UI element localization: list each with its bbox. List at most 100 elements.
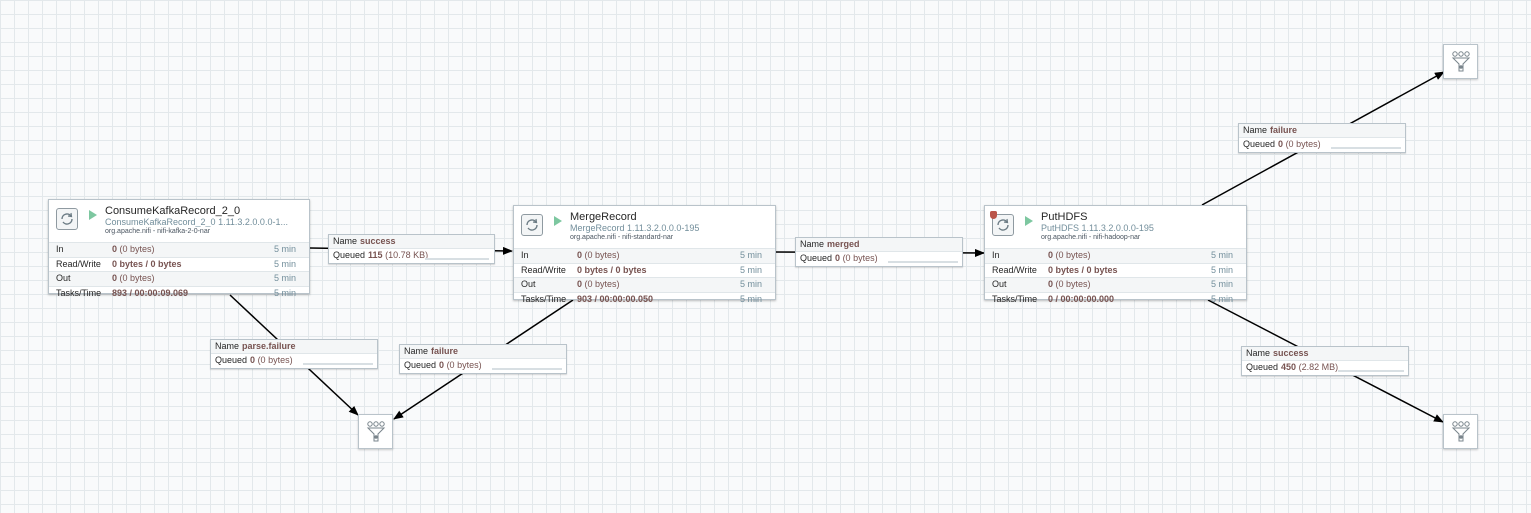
connection-queued-label: Queued (404, 360, 437, 370)
processor-name: ConsumeKafkaRecord_2_0 (105, 205, 241, 217)
bulletin-shield-icon[interactable] (990, 211, 997, 219)
connection-name: success (360, 236, 396, 246)
connection-queued-label: Queued (800, 253, 833, 263)
funnel-icon (1451, 421, 1471, 442)
stat-size: (0 bytes) (584, 250, 620, 260)
stat-label: Read/Write (992, 264, 1037, 275)
processor-refresh-icon (56, 208, 78, 230)
connection-name-label: Name (1243, 125, 1268, 135)
connection-queued-size: (0 bytes) (446, 360, 482, 370)
stat-value: 0 bytes / 0 bytes (112, 258, 182, 269)
stat-value: 0 bytes / 0 bytes (577, 264, 647, 275)
stat-time: 5 min (273, 258, 296, 269)
connection-name-label: Name (215, 341, 240, 351)
running-play-icon (1025, 216, 1033, 226)
queue-progress-bar (1331, 147, 1401, 149)
processor-header: PutHDFS PutHDFS 1.11.3.2.0.0.0-195 org.a… (985, 206, 1246, 248)
stat-value: 893 / 00:00:09.069 (112, 287, 189, 298)
connection-name: merged (827, 239, 860, 249)
funnel-left[interactable] (358, 414, 393, 449)
stat-value: 0 bytes / 0 bytes (1048, 264, 1118, 275)
stat-value: 0 (1048, 250, 1054, 260)
processor-type: MergeRecord 1.11.3.2.0.0.0-195 (570, 223, 700, 233)
stat-time: 5 min (739, 293, 762, 304)
processor-header: MergeRecord MergeRecord 1.11.3.2.0.0.0-1… (514, 206, 775, 248)
connection-name-label: Name (1246, 348, 1271, 358)
processor-header: ConsumeKafkaRecord_2_0 ConsumeKafkaRecor… (49, 200, 309, 242)
stat-label: Tasks/Time (992, 293, 1038, 304)
connection-name-label: Name (800, 239, 825, 249)
processor-refresh-icon (521, 214, 543, 236)
stat-value: 0 / 00:00:00.000 (1048, 293, 1115, 304)
connection-queued-size: (10.78 KB) (385, 250, 429, 260)
connection-queued-count: 0 (835, 253, 841, 263)
connection-name-label: Name (333, 236, 358, 246)
stat-label: In (992, 250, 1000, 260)
connection-queued-label: Queued (333, 250, 366, 260)
stat-label: Out (521, 279, 536, 289)
processor-bundle: org.apache.nifi - nifi-hadoop-nar (1041, 234, 1141, 241)
funnel-bottom-right[interactable] (1443, 414, 1478, 449)
stat-value: 0 (577, 279, 583, 289)
stat-row-tasks: Tasks/Time 893 / 00:00:09.069 5 min (49, 285, 309, 301)
stat-size: (0 bytes) (1055, 279, 1091, 289)
connection-queued-count: 0 (250, 355, 256, 365)
processor-merge-record[interactable]: MergeRecord MergeRecord 1.11.3.2.0.0.0-1… (513, 205, 776, 304)
processor-consume-kafka[interactable]: ConsumeKafkaRecord_2_0 ConsumeKafkaRecor… (48, 199, 310, 298)
queue-progress-bar (492, 368, 562, 370)
processor-refresh-icon (992, 214, 1014, 236)
stat-label: Out (992, 279, 1007, 289)
connection-queued-count: 0 (439, 360, 445, 370)
stat-label: In (521, 250, 529, 260)
queue-progress-bar (425, 258, 489, 260)
queue-progress-bar (1338, 370, 1404, 372)
connection-queued-count: 450 (1281, 362, 1297, 372)
processor-put-hdfs[interactable]: PutHDFS PutHDFS 1.11.3.2.0.0.0-195 org.a… (984, 205, 1247, 304)
funnel-top-right[interactable] (1443, 44, 1478, 79)
connection-queued-size: (2.82 MB) (1298, 362, 1339, 372)
stat-time: 5 min (1210, 250, 1233, 260)
stat-row-in: In 0 (0 bytes) 5 min (985, 248, 1246, 263)
stat-size: (0 bytes) (119, 244, 155, 254)
queue-progress-bar (303, 363, 373, 365)
stat-label: Tasks/Time (521, 293, 567, 304)
stat-value: 0 (112, 244, 118, 254)
processor-bundle: org.apache.nifi - nifi-kafka-2-0-nar (105, 228, 211, 235)
funnel-icon (1451, 51, 1471, 72)
stat-time: 5 min (273, 287, 296, 298)
connection-queued-label: Queued (1243, 139, 1276, 149)
stat-size: (0 bytes) (1055, 250, 1091, 260)
connection-queued-label: Queued (215, 355, 248, 365)
connection-name: success (1273, 348, 1309, 358)
stat-label: Tasks/Time (56, 287, 102, 298)
stat-label: Out (56, 273, 71, 283)
connection-name: parse.failure (242, 341, 296, 351)
processor-bundle: org.apache.nifi - nifi-standard-nar (570, 234, 674, 241)
processor-name: MergeRecord (570, 211, 637, 223)
connection-name: failure (1270, 125, 1298, 135)
